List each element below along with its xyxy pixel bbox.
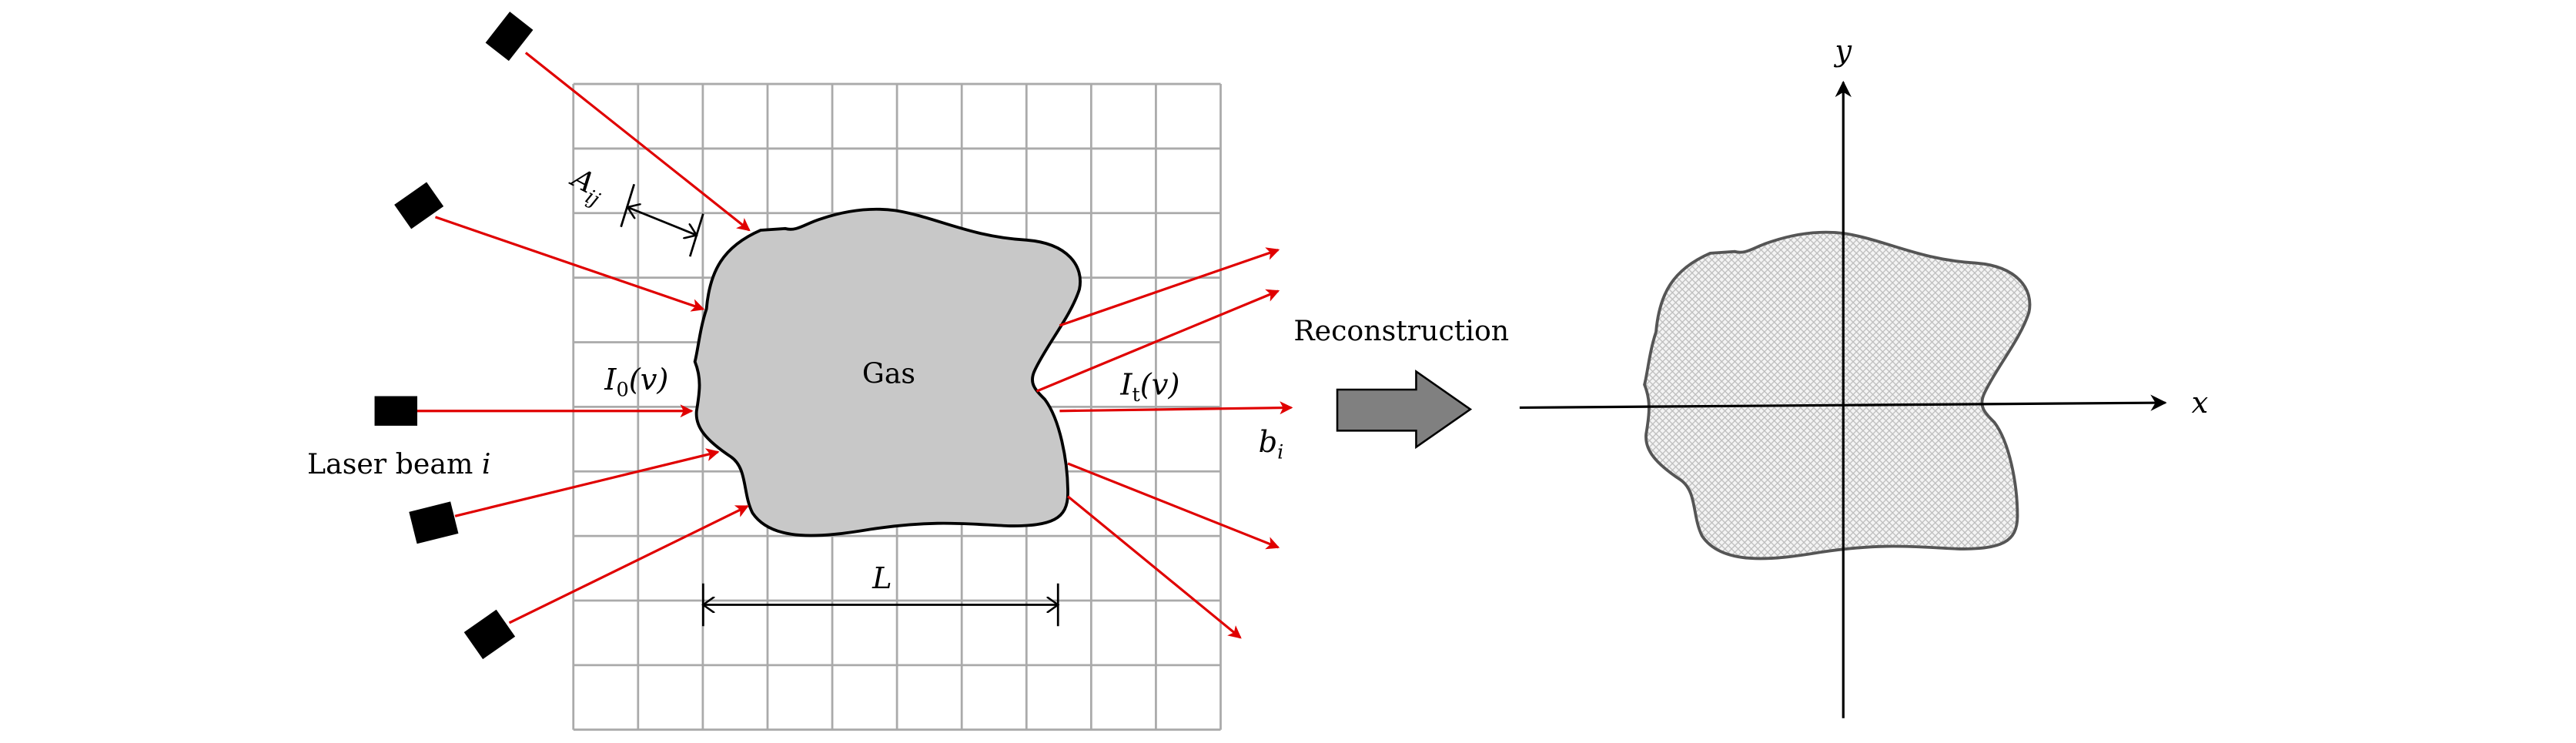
measurement-label: bi	[1259, 425, 1284, 464]
transmitted-beam	[1059, 247, 1280, 327]
transmitted-beam	[1067, 495, 1242, 639]
laser-beam-label: Laser beam i	[307, 447, 490, 480]
laser-beam	[508, 505, 749, 624]
x-axis-label: x	[2192, 386, 2209, 420]
laser-beam	[524, 52, 751, 232]
transmitted-beam	[1067, 462, 1280, 550]
laser-emitters	[374, 12, 534, 660]
path-element-label: Aij	[562, 160, 611, 212]
transmitted-beam	[1035, 289, 1280, 393]
laser-emitter-icon	[463, 609, 516, 660]
laser-beam	[454, 448, 720, 517]
y-axis-label: y	[1833, 34, 1852, 69]
incident-intensity-label: I0(v)	[604, 363, 668, 402]
transmitted-beam	[1059, 401, 1293, 415]
incident-beams	[417, 52, 751, 624]
laser-emitter-icon	[485, 12, 534, 62]
laser-beam	[434, 216, 705, 312]
length-dimension	[703, 583, 1058, 627]
path-element-dimension	[620, 183, 704, 257]
laser-emitter-icon	[374, 396, 418, 426]
transmitted-intensity-label: It(v)	[1119, 367, 1179, 407]
gas-label: Gas	[862, 356, 915, 390]
length-label: L	[871, 561, 892, 596]
laser-emitter-icon	[394, 182, 444, 229]
reconstruction-label: Reconstruction	[1293, 314, 1509, 347]
laser-emitter-icon	[409, 501, 459, 544]
transmitted-beams	[1035, 247, 1293, 639]
reconstruction-arrow-icon	[1336, 370, 1473, 450]
reconstructed-region	[1643, 230, 2032, 561]
